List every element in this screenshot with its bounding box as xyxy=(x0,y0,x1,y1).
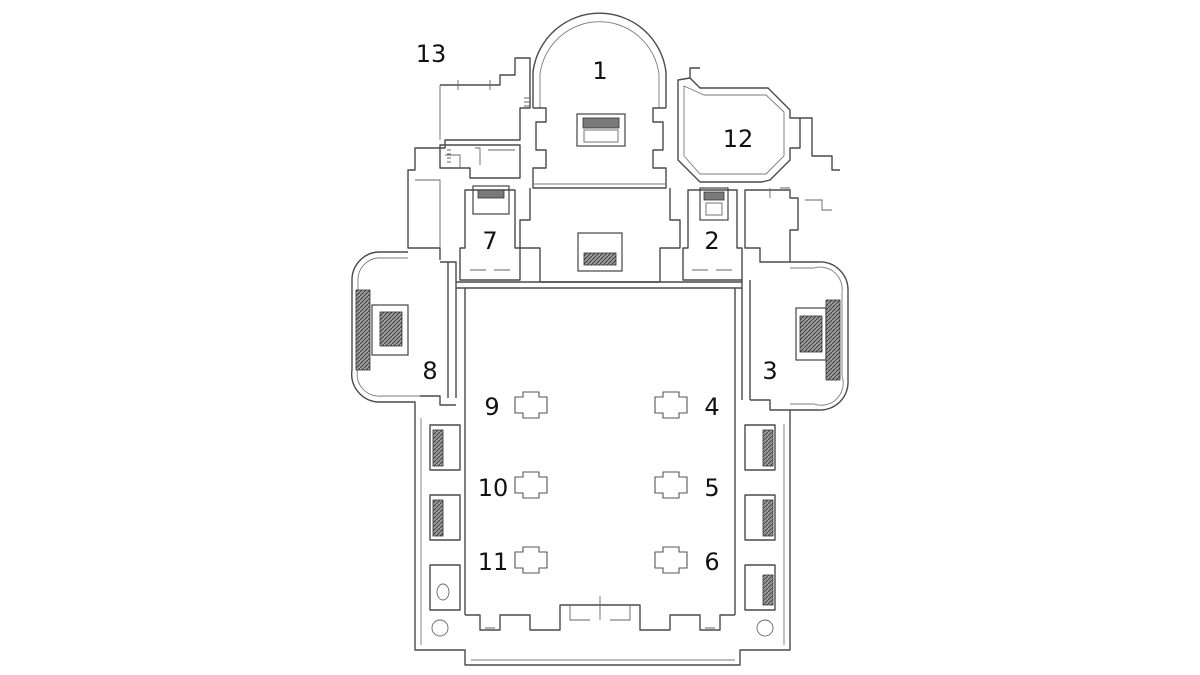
label-room-6: 6 xyxy=(704,548,719,576)
nave-piers xyxy=(514,391,688,574)
right-annex-outline xyxy=(744,187,799,263)
label-room-10: 10 xyxy=(478,474,509,502)
area-13-outline xyxy=(407,57,531,260)
label-room-2: 2 xyxy=(704,227,719,255)
label-room-5: 5 xyxy=(704,474,719,502)
pier xyxy=(514,471,548,499)
apse-outline xyxy=(532,12,667,189)
room-labels: 1 2 3 4 5 6 7 8 9 10 11 12 13 xyxy=(416,40,778,576)
side-chapels-left xyxy=(429,424,461,637)
label-room-1: 1 xyxy=(592,57,607,85)
main-altar xyxy=(576,113,626,147)
pier xyxy=(514,546,548,574)
side-chapels-right xyxy=(744,424,776,637)
pier xyxy=(654,471,688,499)
chapel-7-outline xyxy=(459,185,521,281)
label-room-4: 4 xyxy=(704,393,719,421)
label-room-11: 11 xyxy=(478,548,509,576)
label-room-7: 7 xyxy=(482,227,497,255)
choir-outline xyxy=(519,188,681,283)
transept-left-outline xyxy=(351,251,457,412)
transept-right-outline xyxy=(741,261,849,420)
pier xyxy=(514,391,548,419)
pier xyxy=(654,391,688,419)
label-room-3: 3 xyxy=(762,357,777,385)
label-room-13: 13 xyxy=(416,40,447,68)
label-room-8: 8 xyxy=(422,357,437,385)
sacristy-12-outline xyxy=(677,67,840,211)
label-room-9: 9 xyxy=(484,393,499,421)
label-room-12: 12 xyxy=(723,125,754,153)
nave-outline xyxy=(414,281,791,666)
pier xyxy=(654,546,688,574)
